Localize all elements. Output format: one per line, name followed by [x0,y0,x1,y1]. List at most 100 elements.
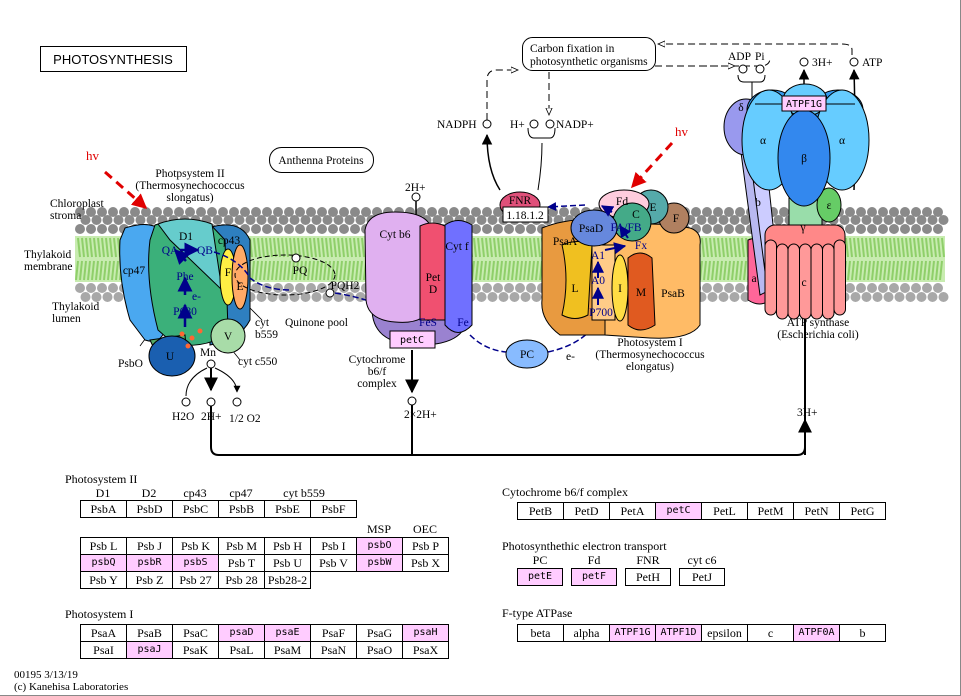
label-e-psii: E [236,281,243,293]
gene-box-psbj[interactable]: Psb J [126,537,173,555]
gene-box-atpf1d[interactable]: ATPF1D [655,624,702,642]
cytochrome-b6f-complex[interactable] [364,211,473,349]
label-d1: D1 [179,231,193,243]
psbu-subunit [148,335,196,377]
gene-box-psah[interactable]: psaH [402,624,449,642]
label-h2-stroma: 2H+ [405,182,426,194]
label-p700: P700 [589,307,613,319]
label-alpha1: α [760,135,766,147]
gene-box-epsilon[interactable]: epsilon [701,624,748,642]
label-a1: A1 [591,250,605,262]
gene-box-psam[interactable]: PsaM [264,641,311,659]
gene-box-psaf[interactable]: PsaF [310,624,357,642]
gene-box-petm[interactable]: PetM [747,502,794,520]
gene-box-psba[interactable]: PsbA [80,500,127,518]
subunit-label: cyt c6 [687,553,717,567]
gene-box-psb27[interactable]: Psb 27 [172,571,219,589]
ec-1-18-1-2-box [502,206,549,223]
gene-box-psbw[interactable]: psbW [356,554,403,572]
gene-box-peth[interactable]: PetH [625,568,671,586]
gene-box-c[interactable]: c [747,624,794,642]
metabolite-nodes[interactable] [181,57,859,407]
label-carbon2: photosynthetic organisms [530,56,648,68]
gene-box-psbz[interactable]: Psb Z [126,571,173,589]
label-v: V [224,331,233,343]
gene-box-psae[interactable]: psaE [264,624,311,642]
gene-box-petn[interactable]: PetN [793,502,840,520]
gene-box-psb28[interactable]: Psb 28 [218,571,265,589]
gene-box-psbl[interactable]: Psb L [80,537,127,555]
gene-box-psby[interactable]: Psb Y [80,571,127,589]
label-atp: ATP [862,57,882,69]
gene-box-petg[interactable]: PetG [839,502,886,520]
gene-box-psbx[interactable]: Psb X [402,554,449,572]
gene-box-psbt[interactable]: Psb T [218,554,265,572]
gene-box-alpha[interactable]: alpha [563,624,610,642]
gene-box-psbq[interactable]: psbQ [80,554,127,572]
plastocyanin[interactable] [505,339,549,369]
gene-box-psbv[interactable]: Psb V [310,554,357,572]
label-antenna: Anthenna Proteins [278,155,364,167]
gene-box-psbh[interactable]: Psb H [264,537,311,555]
gene-box-psab[interactable]: PsaB [126,624,173,642]
gene-box-petf[interactable]: petF [571,568,617,586]
gene-box-psbk[interactable]: Psb K [172,537,219,555]
gene-box-pete[interactable]: petE [517,568,563,586]
gene-box-psbp[interactable]: Psb P [402,537,449,555]
label-e2: e- [566,351,575,363]
gene-box-psak[interactable]: PsaK [172,641,219,659]
carbon-fixation-link[interactable] [522,37,656,71]
gene-box-psad[interactable]: psaD [218,624,265,642]
gene-box-psac[interactable]: PsaC [172,624,219,642]
gene-box-atpf1g[interactable]: ATPF1G [609,624,656,642]
gene-box-petc[interactable]: petC [655,502,702,520]
label-a0: A0 [591,275,605,287]
label-mn: Mn [200,347,216,359]
label-h2-lumen: 2H+ [201,411,222,423]
gene-box-psbr[interactable]: psbR [126,554,173,572]
gene-box-psaj[interactable]: psaJ [126,641,173,659]
gene-box-psbi[interactable]: Psb I [310,537,357,555]
gene-box-psbo[interactable]: psbO [356,537,403,555]
gene-box-psao[interactable]: PsaO [356,641,403,659]
gene-box-psbs[interactable]: psbS [172,554,219,572]
gene-box-b[interactable]: b [839,624,886,642]
label-nadp: NADP+ [556,119,594,131]
section-title-psii: Photosystem II [65,472,138,486]
gene-box-psbu[interactable]: Psb U [264,554,311,572]
gene-box-petj[interactable]: PetJ [679,568,725,586]
gene-box-psbc[interactable]: PsbC [172,500,219,518]
gene-box-atpf0a[interactable]: ATPF0A [793,624,840,642]
gene-box-petd[interactable]: PetD [563,502,610,520]
gene-box-psal[interactable]: PsaL [218,641,265,659]
gene-box-psai[interactable]: PsaI [80,641,127,659]
gene-box-psax[interactable]: PsaX [402,641,449,659]
gene-box-psbm[interactable]: Psb M [218,537,265,555]
gene-box-beta[interactable]: beta [517,624,564,642]
subunit-label: MSP [366,522,392,536]
label-alpha2: α [839,135,845,147]
label-memb2: membrane [24,261,73,273]
gene-box-psan[interactable]: PsaN [310,641,357,659]
antenna-proteins-link[interactable] [269,147,374,173]
gene-box-psbd[interactable]: PsbD [126,500,173,518]
gene-box-peta[interactable]: PetA [609,502,656,520]
label-phe: Phe [176,271,193,283]
label-cyt1: cyt [255,317,270,329]
gene-box-petl[interactable]: PetL [701,502,748,520]
label-psab: PsaB [661,288,685,300]
gene-box-psbe[interactable]: PsbE [264,500,311,518]
gene-box-petb[interactable]: PetB [517,502,564,520]
gene-box-psaa[interactable]: PsaA [80,624,127,642]
label-adp: ADP [728,51,751,63]
gene-box-psb28-2[interactable]: Psb28-2 [264,571,311,589]
label-petc: petC [400,335,424,346]
section-title-psi: Photosystem I [65,607,134,621]
label-psi-t1: Photosystem I [617,337,683,349]
gene-box-psbb[interactable]: PsbB [218,500,265,518]
gene-box-psag[interactable]: PsaG [356,624,403,642]
psi-electron-path [592,205,631,305]
gene-box-psbf[interactable]: PsbF [310,500,357,518]
atp-synthase[interactable] [723,83,870,320]
